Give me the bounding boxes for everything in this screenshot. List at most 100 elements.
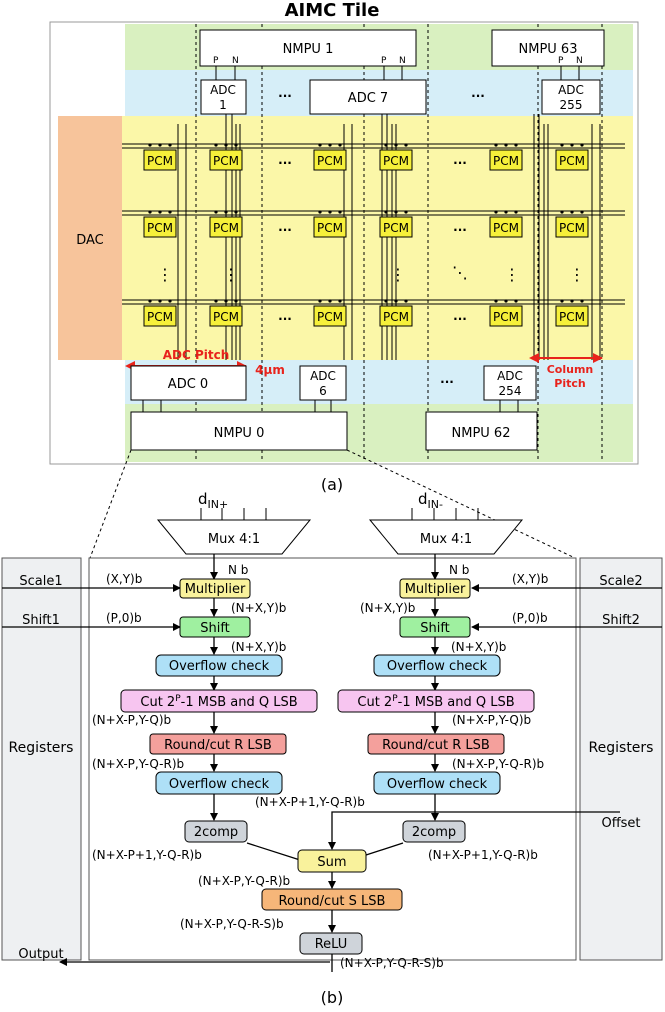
overflow-right-1 [373, 654, 501, 677]
pcm-cell [313, 216, 347, 238]
xy-right: (X,Y)b [512, 572, 548, 586]
four-um-label: 4μm [255, 363, 285, 377]
cut-right-label: Cut 2P-1 MSB and Q LSB [357, 694, 514, 710]
pcm-contact-dot [168, 299, 172, 303]
adc-1 [200, 79, 247, 115]
nmpu-63-label: NMPU 63 [519, 42, 578, 57]
pcm-contact-dot [168, 143, 172, 147]
pcm-contact-dot [504, 299, 508, 303]
pcm-contact-dot [394, 299, 398, 303]
pcm-contact-dot [168, 210, 172, 214]
round-r-right [367, 733, 505, 755]
nxy-2: (N+X,Y)b [360, 601, 415, 615]
caption-a: (a) [321, 475, 343, 494]
pcm-contact-dot [214, 299, 218, 303]
nxpyq-right: (N+X-P,Y-Q)b [452, 713, 531, 727]
adc-6-label: ADC [310, 369, 336, 383]
cut-left-label: Cut 2P-1 MSB and Q LSB [140, 694, 297, 710]
pcm-cell [489, 305, 523, 327]
nmpu-0-label: NMPU 0 [214, 426, 265, 441]
column-pitch-label: Column [547, 363, 594, 376]
multiplier-right-label: Multiplier [405, 582, 466, 597]
pcm-cell [489, 149, 523, 171]
tile-title: AIMC Tile [285, 0, 380, 21]
pcm-cell-label: PCM [559, 310, 585, 324]
multiplier-left-label: Multiplier [185, 582, 246, 597]
pcm-cell-label: PCM [317, 310, 343, 324]
pcm-cell [209, 149, 243, 171]
pcm-contact-dot [338, 299, 342, 303]
cut-left [120, 689, 318, 713]
pcm-cell [209, 305, 243, 327]
pcm-contact-dot [234, 210, 238, 214]
pcm-contact-dot [494, 299, 498, 303]
ellipsis: ··· [278, 156, 292, 170]
pcm-cell [489, 216, 523, 238]
pcm-cell-label: PCM [493, 310, 519, 324]
pcm-cell-label: PCM [317, 154, 343, 168]
pcm-contact-dot [234, 299, 238, 303]
nxpyqr-right: (N+X-P,Y-Q-R)b [452, 757, 544, 771]
ellipsis: ··· [453, 156, 467, 170]
adc-1-label: ADC [210, 83, 236, 97]
pcm-cell-label: PCM [147, 154, 173, 168]
adc-0-label: ADC 0 [168, 377, 208, 392]
column-pitch-label-2: Pitch [554, 377, 585, 390]
nmpu-62 [425, 411, 538, 451]
shift1-label: Shift1 [22, 613, 60, 628]
nxy-1: (N+X,Y)b [231, 601, 286, 615]
dac-label: DAC [76, 233, 104, 248]
pcm-contact-dot [394, 210, 398, 214]
registers-right-label: Registers [589, 740, 654, 756]
output-label: Output [18, 947, 63, 962]
word-lines [122, 143, 625, 305]
nxpyq-left: (N+X-P,Y-Q)b [92, 713, 171, 727]
pcm-contact-dot [404, 143, 408, 147]
pcm-cell [209, 216, 243, 238]
pcm-contact-dot [560, 299, 564, 303]
overflow-left-2 [155, 771, 283, 795]
registers-left-label: Registers [9, 740, 74, 756]
nmpu-63 [491, 29, 605, 67]
pcm-contact-dot [384, 299, 388, 303]
offset-label: Offset [601, 816, 640, 831]
adc-nmpu-links-bottom [142, 400, 519, 412]
round-s-label: Round/cut S LSB [279, 894, 386, 909]
pcm-contact-dot [494, 210, 498, 214]
adc-0 [130, 365, 247, 401]
pin-n: N [576, 56, 583, 66]
pcm-cell [555, 305, 589, 327]
nxp1yqr-mid: (N+X-P+1,Y-Q-R)b [255, 795, 365, 809]
pcm-cell-label: PCM [147, 221, 173, 235]
pin-n: N [399, 56, 406, 66]
pcm-contact-dot [504, 210, 508, 214]
pcm-cell-label: PCM [493, 221, 519, 235]
pcm-contact-dot [328, 299, 332, 303]
dellipsis: ⋱ [452, 263, 468, 282]
pcm-contact-dot [570, 210, 574, 214]
nxpyqrs-1: (N+X-P,Y-Q-R-S)b [180, 917, 284, 931]
nxp1yqr-left: (N+X-P+1,Y-Q-R)b [92, 848, 202, 862]
shift-left [179, 616, 251, 638]
nmpu-1-label: NMPU 1 [283, 42, 334, 57]
adc-255 [541, 79, 601, 115]
pcm-cell [313, 305, 347, 327]
pcm-cell-label: PCM [383, 310, 409, 324]
dac-block [58, 116, 122, 360]
vellipsis: ⋮ [157, 265, 173, 284]
pcm-cell [555, 149, 589, 171]
pcm-contact-dot [514, 210, 518, 214]
scale2-label: Scale2 [599, 574, 642, 589]
pin-p: P [213, 56, 219, 66]
nxp1yqr-right: (N+X-P+1,Y-Q-R)b [428, 848, 538, 862]
adc-7-label: ADC 7 [348, 91, 388, 106]
pcm-contact-dot [338, 210, 342, 214]
twocomp-right [402, 820, 466, 843]
pcm-contact-dot [224, 299, 228, 303]
pcm-contact-dot [404, 299, 408, 303]
pcm-cell-label: PCM [213, 221, 239, 235]
pcm-contact-dot [158, 143, 162, 147]
cut-right [337, 689, 535, 713]
pcm-cell [379, 305, 413, 327]
